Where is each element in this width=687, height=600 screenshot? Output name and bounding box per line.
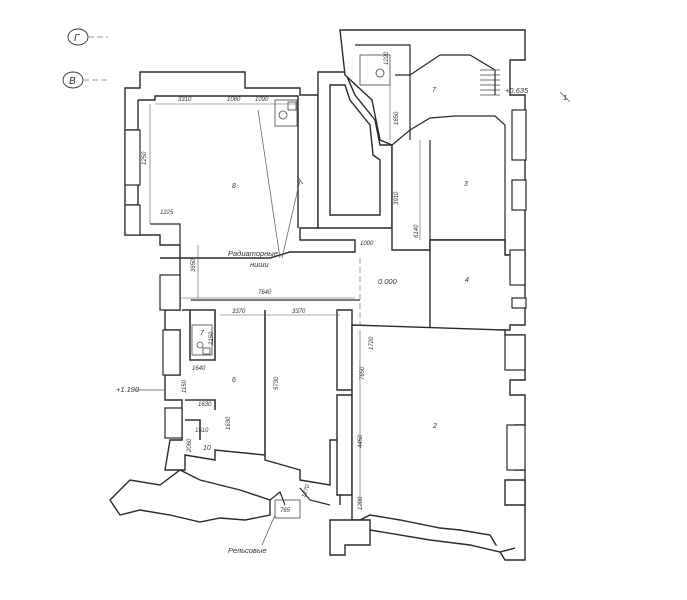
dim-1250: 1250	[142, 151, 148, 165]
window-left-5	[164, 407, 183, 439]
window-right-2	[511, 179, 527, 211]
level-left: +1.190	[116, 385, 140, 394]
axis-marker-v: В	[62, 71, 110, 89]
dim-1630: 1630	[198, 402, 212, 408]
axis-label-g: Г	[74, 33, 81, 44]
dim-1630b: 1630	[226, 416, 232, 430]
dim-1270: 1270	[301, 483, 311, 498]
bath-fixtures-lower	[191, 324, 213, 356]
dim-3370b: 3370	[292, 309, 306, 315]
dim-3910: 3910	[394, 191, 400, 205]
window-right-4	[511, 297, 527, 309]
room-numbers: 8 7 3 4 6 7 2 10	[200, 87, 469, 452]
toilet-fixture-top	[359, 54, 391, 86]
dim-2150: 2150	[209, 331, 215, 346]
radiator-note-line1: Радиаторные	[228, 249, 278, 258]
dim-1150: 1150	[182, 379, 188, 393]
dim-2060: 2060	[187, 438, 193, 453]
dim-3370: 3370	[232, 309, 246, 315]
window-left-4	[162, 329, 181, 376]
dim-1080: 1080	[227, 97, 241, 103]
dim-1225: 1225	[160, 210, 174, 216]
dim-1720: 1720	[369, 336, 375, 350]
level-top-right: +0.635	[505, 86, 529, 95]
dim-7650: 7650	[360, 366, 366, 380]
window-left-1	[124, 129, 141, 186]
room-number-2: 2	[432, 423, 437, 430]
dim-3650: 3650	[191, 258, 197, 272]
notes: Радиаторные ниши Рельсовые	[228, 249, 278, 555]
room-number-3: 3	[464, 181, 468, 188]
dim-1000: 1000	[360, 241, 374, 247]
dim-5730: 5730	[274, 376, 280, 390]
dim-1090: 1090	[255, 97, 269, 103]
inner-partitions-lower	[182, 309, 353, 496]
corridor-shaft	[317, 71, 393, 229]
window-left-2	[124, 204, 141, 236]
room-number-10: 10	[203, 445, 211, 452]
level-mid: 0.000	[378, 277, 398, 286]
axis-1-label: 1	[563, 93, 567, 102]
dim-1650: 1650	[394, 111, 400, 125]
dim-6140: 6140	[414, 224, 420, 238]
window-right-3	[509, 249, 526, 286]
room-2-walls	[329, 324, 526, 561]
window-right-5	[504, 334, 526, 371]
level-marks: +0.635 1 0.000 +1.190	[116, 86, 571, 394]
dim-4450: 4450	[358, 434, 364, 448]
outer-wall-lower-left	[159, 257, 341, 505]
room-number-8: 8	[232, 183, 236, 190]
outer-wall-upper-left	[124, 71, 356, 259]
axis-label-v: В	[69, 76, 76, 87]
window-right-1	[511, 109, 527, 161]
dim-1640: 1640	[192, 366, 206, 372]
lower-exterior	[109, 469, 331, 523]
room-number-7b: 7	[200, 330, 205, 337]
window-right-6	[506, 424, 526, 471]
dim-1510: 1510	[195, 428, 209, 434]
room-number-4: 4	[465, 277, 469, 284]
stair-note: Рельсовые	[228, 546, 267, 555]
radiator-note-line2: ниши	[250, 260, 270, 269]
window-left-3	[159, 274, 181, 311]
stair-top-right	[480, 69, 500, 96]
room-4-walls	[429, 239, 527, 331]
dim-7640: 7640	[258, 290, 272, 296]
dim-3310: 3310	[178, 97, 192, 103]
room-number-6: 6	[232, 377, 236, 384]
dimension-texts: 3310 1080 1090 1250 1225 3650 7640 1000 …	[142, 51, 420, 514]
room-number-7: 7	[432, 87, 437, 94]
bathroom-fixtures-top	[274, 99, 298, 127]
dim-1200: 1200	[358, 496, 364, 510]
dim-1220-top: 1220	[384, 51, 390, 65]
axis-marker-g: Г	[67, 28, 108, 46]
dim-765: 765	[280, 508, 291, 514]
dimension-lines	[149, 80, 421, 505]
